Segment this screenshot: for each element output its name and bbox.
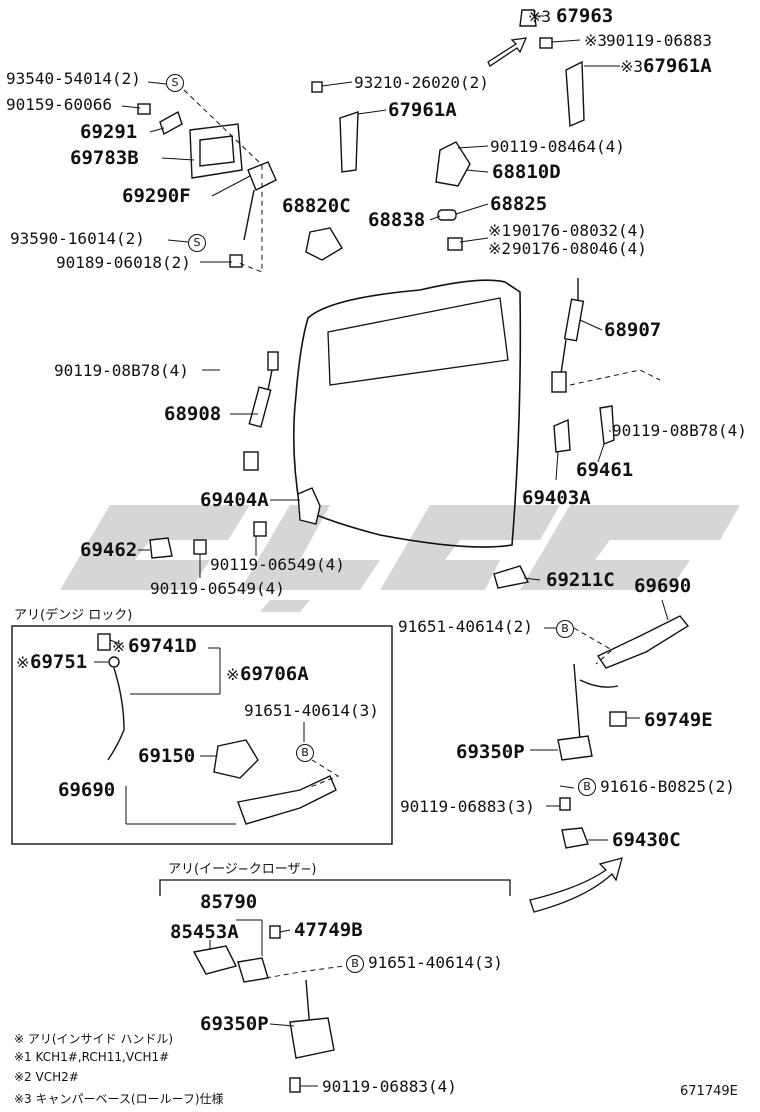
section-easy-closer: アリ(イージ−クローザ−) (168, 862, 317, 877)
part-47749B: 47749B (294, 919, 363, 941)
part-68907: 68907 (604, 319, 662, 341)
mark-x3: ※3 (528, 7, 552, 26)
part-69350P-right: 69350P (456, 741, 525, 763)
part-85453A: 85453A (170, 921, 239, 943)
part-69690-right: 69690 (634, 575, 692, 597)
b-badge: B (346, 955, 364, 973)
box-parts (97, 633, 337, 825)
part-69751: 69751 (30, 651, 88, 673)
footnote-1: ※1 KCH1#,RCH11,VCH1# (14, 1050, 170, 1064)
dense-lock-box (11, 625, 393, 845)
part-90189: 90189-06018(2) (56, 253, 191, 272)
mark-x1: ※1 (488, 221, 512, 240)
part-91651-3-bottom: 91651-40614(3) (368, 953, 503, 972)
part-67963: 67963 (556, 5, 614, 27)
figure-code: 671749E (680, 1084, 738, 1099)
part-69690-box: 69690 (58, 779, 116, 801)
part-90159: 90159-60066 (6, 95, 112, 114)
part-90119-06883-4: 90119-06883(4) (322, 1077, 457, 1096)
direction-arrow-top (487, 37, 528, 67)
part-93210: 93210-26020(2) (354, 73, 489, 92)
box-leader (307, 759, 340, 789)
gas-strut-68907 (551, 278, 585, 393)
part-90176-08032: 90176-08032(4) (512, 221, 647, 240)
mark-x: ※ (112, 637, 126, 656)
mark-x: ※ (226, 665, 240, 684)
s-badge: S (166, 74, 184, 92)
part-68908: 68908 (164, 403, 222, 425)
right-lock-parts (557, 615, 690, 849)
part-69290F: 69290F (122, 185, 191, 207)
s-badge: S (188, 234, 206, 252)
hinge-parts (149, 405, 615, 589)
mark-x3: ※3 (620, 57, 644, 76)
part-91616: 91616-B0825(2) (600, 777, 735, 796)
watermark-logo (60, 505, 740, 612)
part-68810D: 68810D (492, 161, 561, 183)
part-90119-06549-a: 90119-06549(4) (210, 555, 345, 574)
part-69291: 69291 (80, 121, 138, 143)
part-90176-08046: 90176-08046(4) (512, 239, 647, 258)
mark-x2: ※2 (488, 239, 512, 258)
part-69150: 69150 (138, 745, 196, 767)
footnote-0: ※ アリ(インサイド ハンドル) (14, 1032, 174, 1046)
part-90119-08464: 90119-08464(4) (490, 137, 625, 156)
part-69783B: 69783B (70, 147, 139, 169)
part-68825: 68825 (490, 193, 548, 215)
part-90119-06549-b: 90119-06549(4) (150, 579, 285, 598)
right-leader (573, 627, 613, 665)
part-90119-08B78-left: 90119-08B78(4) (54, 361, 189, 380)
part-69404A: 69404A (200, 489, 269, 511)
closer-leader (265, 965, 345, 979)
part-69403A: 69403A (522, 487, 591, 509)
easy-closer-bracket (159, 879, 511, 896)
part-68820C: 68820C (282, 195, 351, 217)
part-91651-3-box: 91651-40614(3) (244, 701, 379, 720)
part-90119-06883-3: 90119-06883(3) (400, 797, 535, 816)
b-badge: B (578, 778, 596, 796)
mark-x3: ※3 (584, 31, 608, 50)
section-dense-lock: アリ(デンジ ロック) (14, 608, 133, 623)
parts-top-right (305, 9, 585, 261)
part-93590: 93590-16014(2) (10, 229, 145, 248)
handle-assembly (137, 103, 277, 268)
part-69706A: 69706A (240, 663, 309, 685)
part-85790: 85790 (200, 891, 258, 913)
part-93540: 93540-54014(2) (6, 69, 141, 88)
back-door-panel (292, 279, 522, 548)
leader-lines (569, 369, 661, 386)
mark-x: ※ (16, 653, 30, 672)
gas-strut-68908 (243, 351, 279, 471)
dashed-group-frame (183, 89, 263, 273)
part-69461: 69461 (576, 459, 634, 481)
part-68838: 68838 (368, 209, 426, 231)
part-69749E: 69749E (644, 709, 713, 731)
part-69430C: 69430C (612, 829, 681, 851)
closer-parts (192, 925, 335, 1093)
part-90119-06883: 90119-06883 (606, 31, 712, 50)
b-badge: B (556, 620, 574, 638)
part-leaders (94, 15, 669, 1087)
part-69741D: 69741D (128, 635, 197, 657)
footnote-3: ※3 キャンパーベース(ロールーフ)仕様 (14, 1092, 224, 1106)
part-69211C: 69211C (546, 569, 615, 591)
part-67961A-left: 67961A (388, 99, 457, 121)
footnote-2: ※2 VCH2# (14, 1070, 79, 1084)
direction-arrow-curved (529, 857, 623, 913)
b-badge: B (296, 744, 314, 762)
part-69462: 69462 (80, 539, 138, 561)
part-67961A-right: 67961A (643, 55, 712, 77)
part-90119-08B78-right: 90119-08B78(4) (612, 421, 747, 440)
part-91651-2: 91651-40614(2) (398, 617, 533, 636)
part-69350P-bottom: 69350P (200, 1013, 269, 1035)
